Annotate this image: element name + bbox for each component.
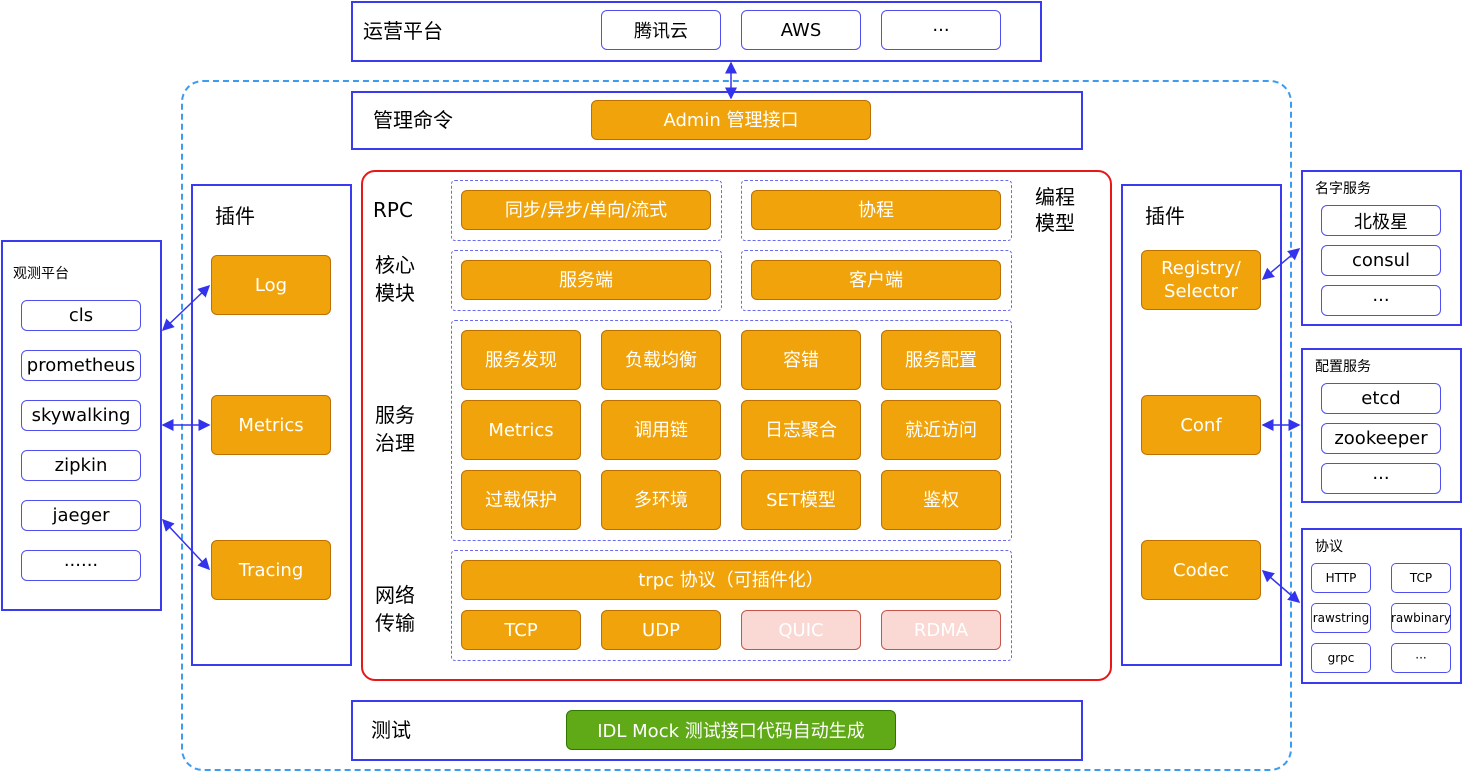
config-more[interactable]: ··· (1321, 463, 1441, 494)
observe-skywalking[interactable]: skywalking (21, 400, 141, 431)
core-group-1 (451, 250, 722, 311)
protocol-grpc[interactable]: grpc (1311, 643, 1371, 673)
governance-label-1: 服务 (375, 403, 415, 427)
gov-load-balance[interactable]: 负载均衡 (601, 330, 721, 390)
core-module-label-2: 模块 (375, 281, 415, 305)
programming-model-label-1: 编程 (1035, 185, 1075, 209)
core-module-label-1: 核心 (375, 253, 415, 277)
observe-platform-title: 观测平台 (13, 266, 69, 282)
core-client[interactable]: 客户端 (751, 260, 1001, 300)
idl-mock-button[interactable]: IDL Mock 测试接口代码自动生成 (566, 710, 896, 750)
plugin-conf[interactable]: Conf (1141, 395, 1261, 455)
protocol-rawstring[interactable]: rawstring (1311, 603, 1371, 633)
network-group (451, 550, 1012, 661)
transport-udp[interactable]: UDP (601, 610, 721, 650)
governance-group (451, 320, 1012, 541)
core-group-2 (741, 250, 1012, 311)
config-zookeeper[interactable]: zookeeper (1321, 423, 1441, 454)
naming-consul[interactable]: consul (1321, 245, 1441, 276)
ops-tencent-cloud[interactable]: 腾讯云 (601, 10, 721, 50)
rpc-coroutine[interactable]: 协程 (751, 190, 1001, 230)
observe-jaeger[interactable]: jaeger (21, 500, 141, 531)
gov-set-model[interactable]: SET模型 (741, 470, 861, 530)
protocol-tcp[interactable]: TCP (1391, 563, 1451, 593)
rpc-group-2 (741, 180, 1012, 241)
protocol-more[interactable]: ··· (1391, 643, 1451, 673)
test-title: 测试 (371, 718, 411, 742)
gov-service-config[interactable]: 服务配置 (881, 330, 1001, 390)
ops-aws[interactable]: AWS (741, 10, 861, 50)
plugin-codec[interactable]: Codec (1141, 540, 1261, 600)
protocol-title: 协议 (1315, 539, 1343, 555)
plugin-registry-selector[interactable]: Registry/ Selector (1141, 250, 1261, 310)
plugin-log[interactable]: Log (211, 255, 331, 315)
config-etcd[interactable]: etcd (1321, 383, 1441, 414)
rpc-modes[interactable]: 同步/异步/单向/流式 (461, 190, 711, 230)
protocol-http[interactable]: HTTP (1311, 563, 1371, 593)
ops-platform-title: 运营平台 (363, 19, 443, 43)
programming-model-label-2: 模型 (1035, 211, 1075, 235)
plugin-tracing[interactable]: Tracing (211, 540, 331, 600)
config-service-title: 配置服务 (1315, 359, 1371, 375)
naming-service-title: 名字服务 (1315, 181, 1371, 197)
protocol-rawbinary[interactable]: rawbinary (1391, 603, 1451, 633)
gov-auth[interactable]: 鉴权 (881, 470, 1001, 530)
admin-interface-button[interactable]: Admin 管理接口 (591, 100, 871, 140)
network-label-2: 传输 (375, 611, 415, 635)
transport-rdma[interactable]: RDMA (881, 610, 1001, 650)
gov-call-chain[interactable]: 调用链 (601, 400, 721, 460)
gov-overload-protection[interactable]: 过载保护 (461, 470, 581, 530)
admin-title: 管理命令 (373, 108, 453, 132)
core-server[interactable]: 服务端 (461, 260, 711, 300)
observe-cls[interactable]: cls (21, 300, 141, 331)
gov-log-aggregation[interactable]: 日志聚合 (741, 400, 861, 460)
transport-quic[interactable]: QUIC (741, 610, 861, 650)
observe-zipkin[interactable]: zipkin (21, 450, 141, 481)
right-plugin-title: 插件 (1145, 204, 1185, 228)
gov-metrics[interactable]: Metrics (461, 400, 581, 460)
naming-more[interactable]: ··· (1321, 285, 1441, 316)
gov-service-discovery[interactable]: 服务发现 (461, 330, 581, 390)
core-framework-box (361, 170, 1112, 681)
gov-multi-env[interactable]: 多环境 (601, 470, 721, 530)
transport-tcp[interactable]: TCP (461, 610, 581, 650)
network-label-1: 网络 (375, 583, 415, 607)
observe-more[interactable]: ······ (21, 550, 141, 581)
rpc-label: RPC (373, 198, 413, 222)
observe-prometheus[interactable]: prometheus (21, 350, 141, 381)
gov-fault-tolerance[interactable]: 容错 (741, 330, 861, 390)
rpc-group-1 (451, 180, 722, 241)
ops-more[interactable]: ··· (881, 10, 1001, 50)
trpc-protocol[interactable]: trpc 协议（可插件化） (461, 560, 1001, 600)
governance-label-2: 治理 (375, 431, 415, 455)
naming-polaris[interactable]: 北极星 (1321, 205, 1441, 236)
gov-nearby-access[interactable]: 就近访问 (881, 400, 1001, 460)
plugin-metrics[interactable]: Metrics (211, 395, 331, 455)
left-plugin-title: 插件 (215, 204, 255, 228)
